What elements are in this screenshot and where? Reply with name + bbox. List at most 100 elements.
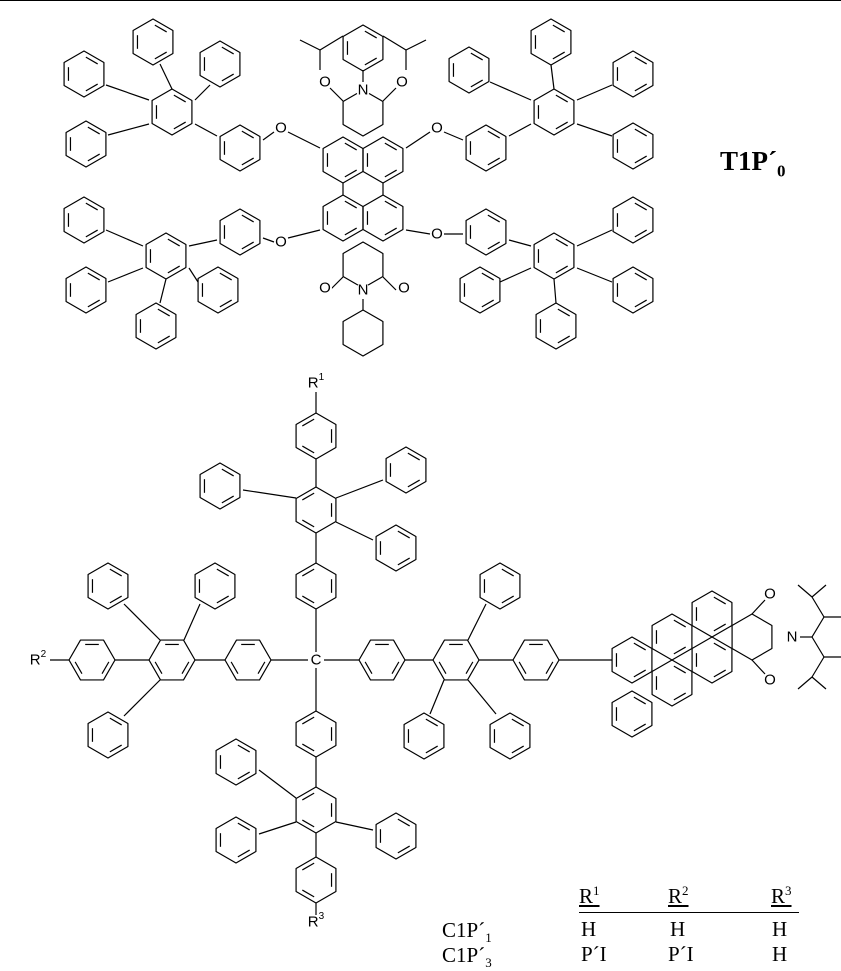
top-rule (0, 0, 841, 1)
double-bond (633, 669, 646, 678)
imide-ring-top (342, 89, 384, 137)
ring-outline (295, 710, 337, 758)
label-knockout (763, 673, 777, 687)
bond (329, 276, 344, 291)
double-bond (425, 745, 438, 754)
double-bond (545, 661, 554, 674)
ring-outline (651, 613, 693, 661)
r2-label: R2 (30, 649, 47, 669)
bond (508, 239, 532, 247)
double-bond (241, 241, 254, 250)
double-bond (154, 24, 167, 33)
double-bond (487, 241, 500, 250)
bond (194, 123, 218, 137)
phenyl-ring (194, 562, 236, 610)
double-bond (241, 130, 254, 139)
bond (405, 131, 431, 149)
bond (467, 679, 497, 715)
bond (335, 821, 374, 831)
label-knockout (763, 587, 777, 601)
double-bond (481, 299, 494, 308)
double-bond (713, 642, 726, 651)
ring-outline (375, 812, 417, 860)
bond (188, 239, 218, 247)
double-bond (157, 335, 170, 344)
double-bond (633, 696, 646, 705)
double-bond (487, 214, 500, 223)
phenyl-ring (87, 711, 129, 759)
double-bond (425, 718, 438, 727)
phenylene-ring (358, 639, 406, 681)
ring-outline (342, 24, 384, 72)
double-bond (557, 335, 570, 344)
double-bond (87, 272, 100, 281)
double-bond (634, 83, 647, 92)
double-bond (634, 229, 647, 238)
phenyl-ring (448, 46, 490, 94)
ring-outline (197, 266, 239, 314)
double-bond (465, 661, 474, 674)
compound-label-t1p0: T1P´0 (720, 146, 786, 181)
double-bond (85, 83, 98, 92)
bond (335, 479, 384, 499)
double-bond (302, 889, 315, 898)
double-bond (241, 214, 254, 223)
double-bond (634, 202, 647, 211)
ring-outline (63, 196, 105, 244)
superscript: 2 (41, 649, 47, 660)
ring-outline (194, 562, 236, 610)
ring-outline (611, 690, 653, 738)
bond (183, 603, 201, 641)
aryl-fragment (811, 616, 841, 638)
ring-outline (295, 486, 337, 534)
label-knockout (309, 653, 323, 667)
bond (508, 123, 532, 137)
bond (287, 131, 321, 149)
superscript: 3 (319, 911, 325, 922)
double-bond (518, 661, 527, 674)
double-bond (384, 142, 397, 151)
double-bond (673, 692, 686, 701)
double-bond (221, 495, 234, 504)
bond (811, 656, 825, 678)
double-bond (364, 30, 377, 39)
phenyl-ring (612, 196, 654, 244)
bond (258, 821, 297, 835)
core-benzene-ring (295, 786, 337, 834)
label-knockout (309, 915, 323, 929)
bond (329, 87, 344, 102)
double-bond (487, 157, 500, 166)
double-bond (154, 51, 167, 60)
ring-outline (362, 194, 404, 242)
ring-outline (691, 636, 733, 684)
phenyl-ring (612, 266, 654, 314)
r3-label: R3 (308, 911, 325, 931)
perylene-ring (322, 194, 364, 242)
double-bond (302, 595, 315, 604)
phenyl-ring (535, 302, 577, 350)
phenyl-ring (215, 738, 257, 786)
double-bond (87, 153, 100, 162)
ring-outline (342, 309, 384, 357)
bond (159, 278, 167, 304)
double-bond (85, 229, 98, 238)
double-bond (470, 79, 483, 88)
double-bond (407, 452, 420, 461)
phenyl-ring (612, 122, 654, 170)
ring-outline (199, 462, 241, 510)
label-knockout (356, 83, 370, 97)
bond (123, 679, 161, 717)
ring-outline (691, 590, 733, 638)
double-bond (384, 227, 397, 236)
perylene-ring (651, 613, 693, 661)
double-bond (634, 299, 647, 308)
double-bond (221, 46, 234, 55)
ring-outline (459, 266, 501, 314)
double-bond (74, 661, 83, 674)
perylene-ring (691, 590, 733, 638)
core-benzene-ring (432, 639, 480, 681)
ring-outline (219, 208, 261, 256)
label-knockout (318, 281, 332, 295)
